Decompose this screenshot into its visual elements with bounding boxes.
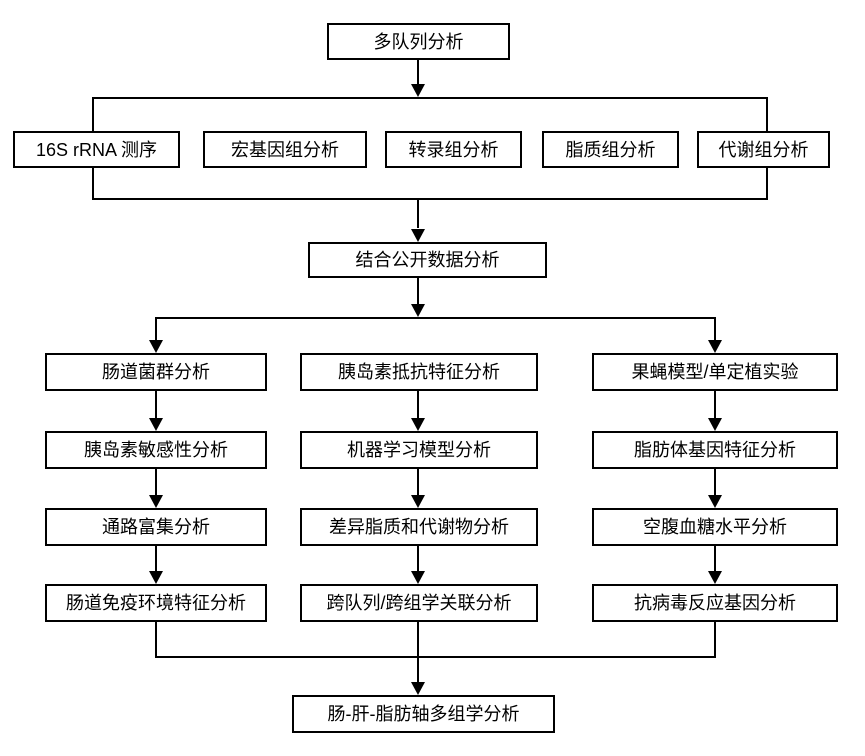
connector-branch-right	[714, 319, 716, 340]
arrowhead-col1-step2-3	[149, 495, 163, 508]
junction-line-top	[155, 317, 716, 319]
node-lipidomics: 脂质组分析	[542, 131, 679, 168]
arrowhead-col3-step1-2	[708, 418, 722, 431]
node-insulin-resistance-features-analysis: 胰岛素抵抗特征分析	[300, 353, 538, 391]
node-transcriptomics: 转录组分析	[385, 131, 522, 168]
arrowhead-branch-right	[708, 340, 722, 353]
arrowhead-branch-left	[149, 340, 163, 353]
arrowhead-root-down	[411, 84, 425, 97]
connector-root-down	[417, 60, 419, 86]
arrowhead-col1-step1-2	[149, 418, 163, 431]
node-fasting-glucose-analysis: 空腹血糖水平分析	[592, 508, 838, 546]
connector-col2-step2-3	[417, 469, 419, 495]
connector-col1-step3-4	[155, 546, 157, 571]
connector-col3-step2-3	[714, 469, 716, 495]
arrowhead-frame-to-combine	[411, 229, 425, 242]
junction-line-bottom	[155, 656, 716, 658]
node-machine-learning-model-analysis: 机器学习模型分析	[300, 431, 538, 469]
connector-col2-to-bottom-bus	[417, 622, 419, 657]
connector-combine-down	[417, 278, 419, 305]
node-metagenomics: 宏基因组分析	[203, 131, 367, 168]
node-16s-rrna-sequencing: 16S rRNA 测序	[13, 131, 180, 168]
node-pathway-enrichment-analysis: 通路富集分析	[45, 508, 267, 546]
connector-col3-step1-2	[714, 391, 716, 418]
node-fat-body-gene-features-analysis: 脂肪体基因特征分析	[592, 431, 838, 469]
connector-to-final	[417, 658, 419, 682]
node-multi-cohort-analysis: 多队列分析	[327, 23, 510, 60]
node-public-data-integration: 结合公开数据分析	[308, 242, 547, 278]
connector-col3-to-bottom-bus	[714, 622, 716, 657]
connector-col1-step1-2	[155, 391, 157, 418]
node-gut-microbiota-analysis: 肠道菌群分析	[45, 353, 267, 391]
connector-col2-step3-4	[417, 546, 419, 571]
connector-col1-step2-3	[155, 469, 157, 495]
node-insulin-sensitivity-analysis: 胰岛素敏感性分析	[45, 431, 267, 469]
arrowhead-combine-down	[411, 304, 425, 317]
node-gut-liver-adipose-axis-multiomics-analysis: 肠-肝-脂肪轴多组学分析	[292, 695, 555, 733]
node-differential-lipids-metabolites-analysis: 差异脂质和代谢物分析	[300, 508, 538, 546]
node-drosophila-monocolonization-experiment: 果蝇模型/单定植实验	[592, 353, 838, 391]
arrowhead-col3-step3-4	[708, 571, 722, 584]
arrowhead-col1-step3-4	[149, 571, 163, 584]
connector-col1-to-bottom-bus	[155, 622, 157, 657]
connector-col3-step3-4	[714, 546, 716, 571]
arrowhead-to-final	[411, 682, 425, 695]
node-cross-cohort-multiomics-association-analysis: 跨队列/跨组学关联分析	[300, 584, 538, 622]
connector-frame-to-combine	[417, 200, 419, 228]
connector-col2-step1-2	[417, 391, 419, 418]
node-gut-immune-environment-analysis: 肠道免疫环境特征分析	[45, 584, 267, 622]
arrowhead-col2-step1-2	[411, 418, 425, 431]
arrowhead-col3-step2-3	[708, 495, 722, 508]
arrowhead-col2-step2-3	[411, 495, 425, 508]
connector-branch-left	[155, 319, 157, 340]
node-antiviral-response-genes-analysis: 抗病毒反应基因分析	[592, 584, 838, 622]
arrowhead-col2-step3-4	[411, 571, 425, 584]
node-metabolomics: 代谢组分析	[697, 131, 830, 168]
